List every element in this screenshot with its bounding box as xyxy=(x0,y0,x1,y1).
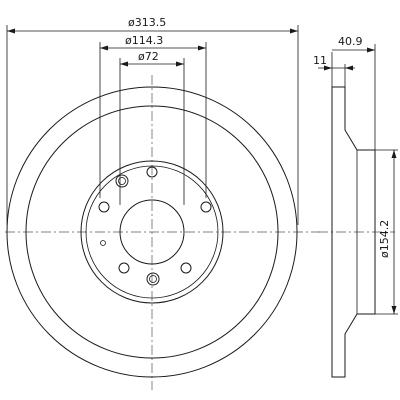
arrowhead xyxy=(7,28,15,34)
hat-outer-edge xyxy=(80,160,224,304)
arrowhead xyxy=(391,306,397,314)
outer-disc-edge xyxy=(6,86,298,378)
stud-holes xyxy=(98,166,212,274)
friction-ring-inner-edge xyxy=(25,105,279,359)
stud-hole xyxy=(200,201,212,213)
center-bore-label: ø72 xyxy=(138,50,159,63)
arrowhead xyxy=(120,61,128,67)
front-view: ø313.5 ø114.3 ø72 xyxy=(5,16,320,390)
stud-hole xyxy=(118,262,130,274)
bolt-circle-label: ø114.3 xyxy=(125,34,163,47)
arrowhead xyxy=(100,45,108,51)
arrowhead xyxy=(198,45,206,51)
threaded-hole-inner xyxy=(149,275,157,283)
threaded-holes xyxy=(115,174,160,286)
center-bore xyxy=(119,199,185,265)
arrowhead xyxy=(391,150,397,158)
arrowhead xyxy=(176,61,184,67)
hat-step-edge xyxy=(85,165,219,299)
threaded-hole-outer xyxy=(115,174,129,188)
outer-diameter-label: ø313.5 xyxy=(128,16,166,29)
side-view: 40.9 11 ø154.2 xyxy=(313,35,398,378)
disc-thickness-label: 11 xyxy=(313,54,327,67)
stud-hole xyxy=(180,262,192,274)
arrowhead xyxy=(290,28,298,34)
retaining-screw-hole xyxy=(100,240,106,246)
arrowhead xyxy=(324,65,332,71)
arrowhead xyxy=(367,47,375,53)
stud-hole xyxy=(98,201,110,213)
hat-diameter-label: ø154.2 xyxy=(378,220,391,258)
stud-hole xyxy=(146,166,158,178)
threaded-hole-outer xyxy=(146,272,160,286)
overall-height-label: 40.9 xyxy=(338,35,363,48)
arrowhead xyxy=(345,65,353,71)
threaded-hole-inner xyxy=(118,177,126,185)
